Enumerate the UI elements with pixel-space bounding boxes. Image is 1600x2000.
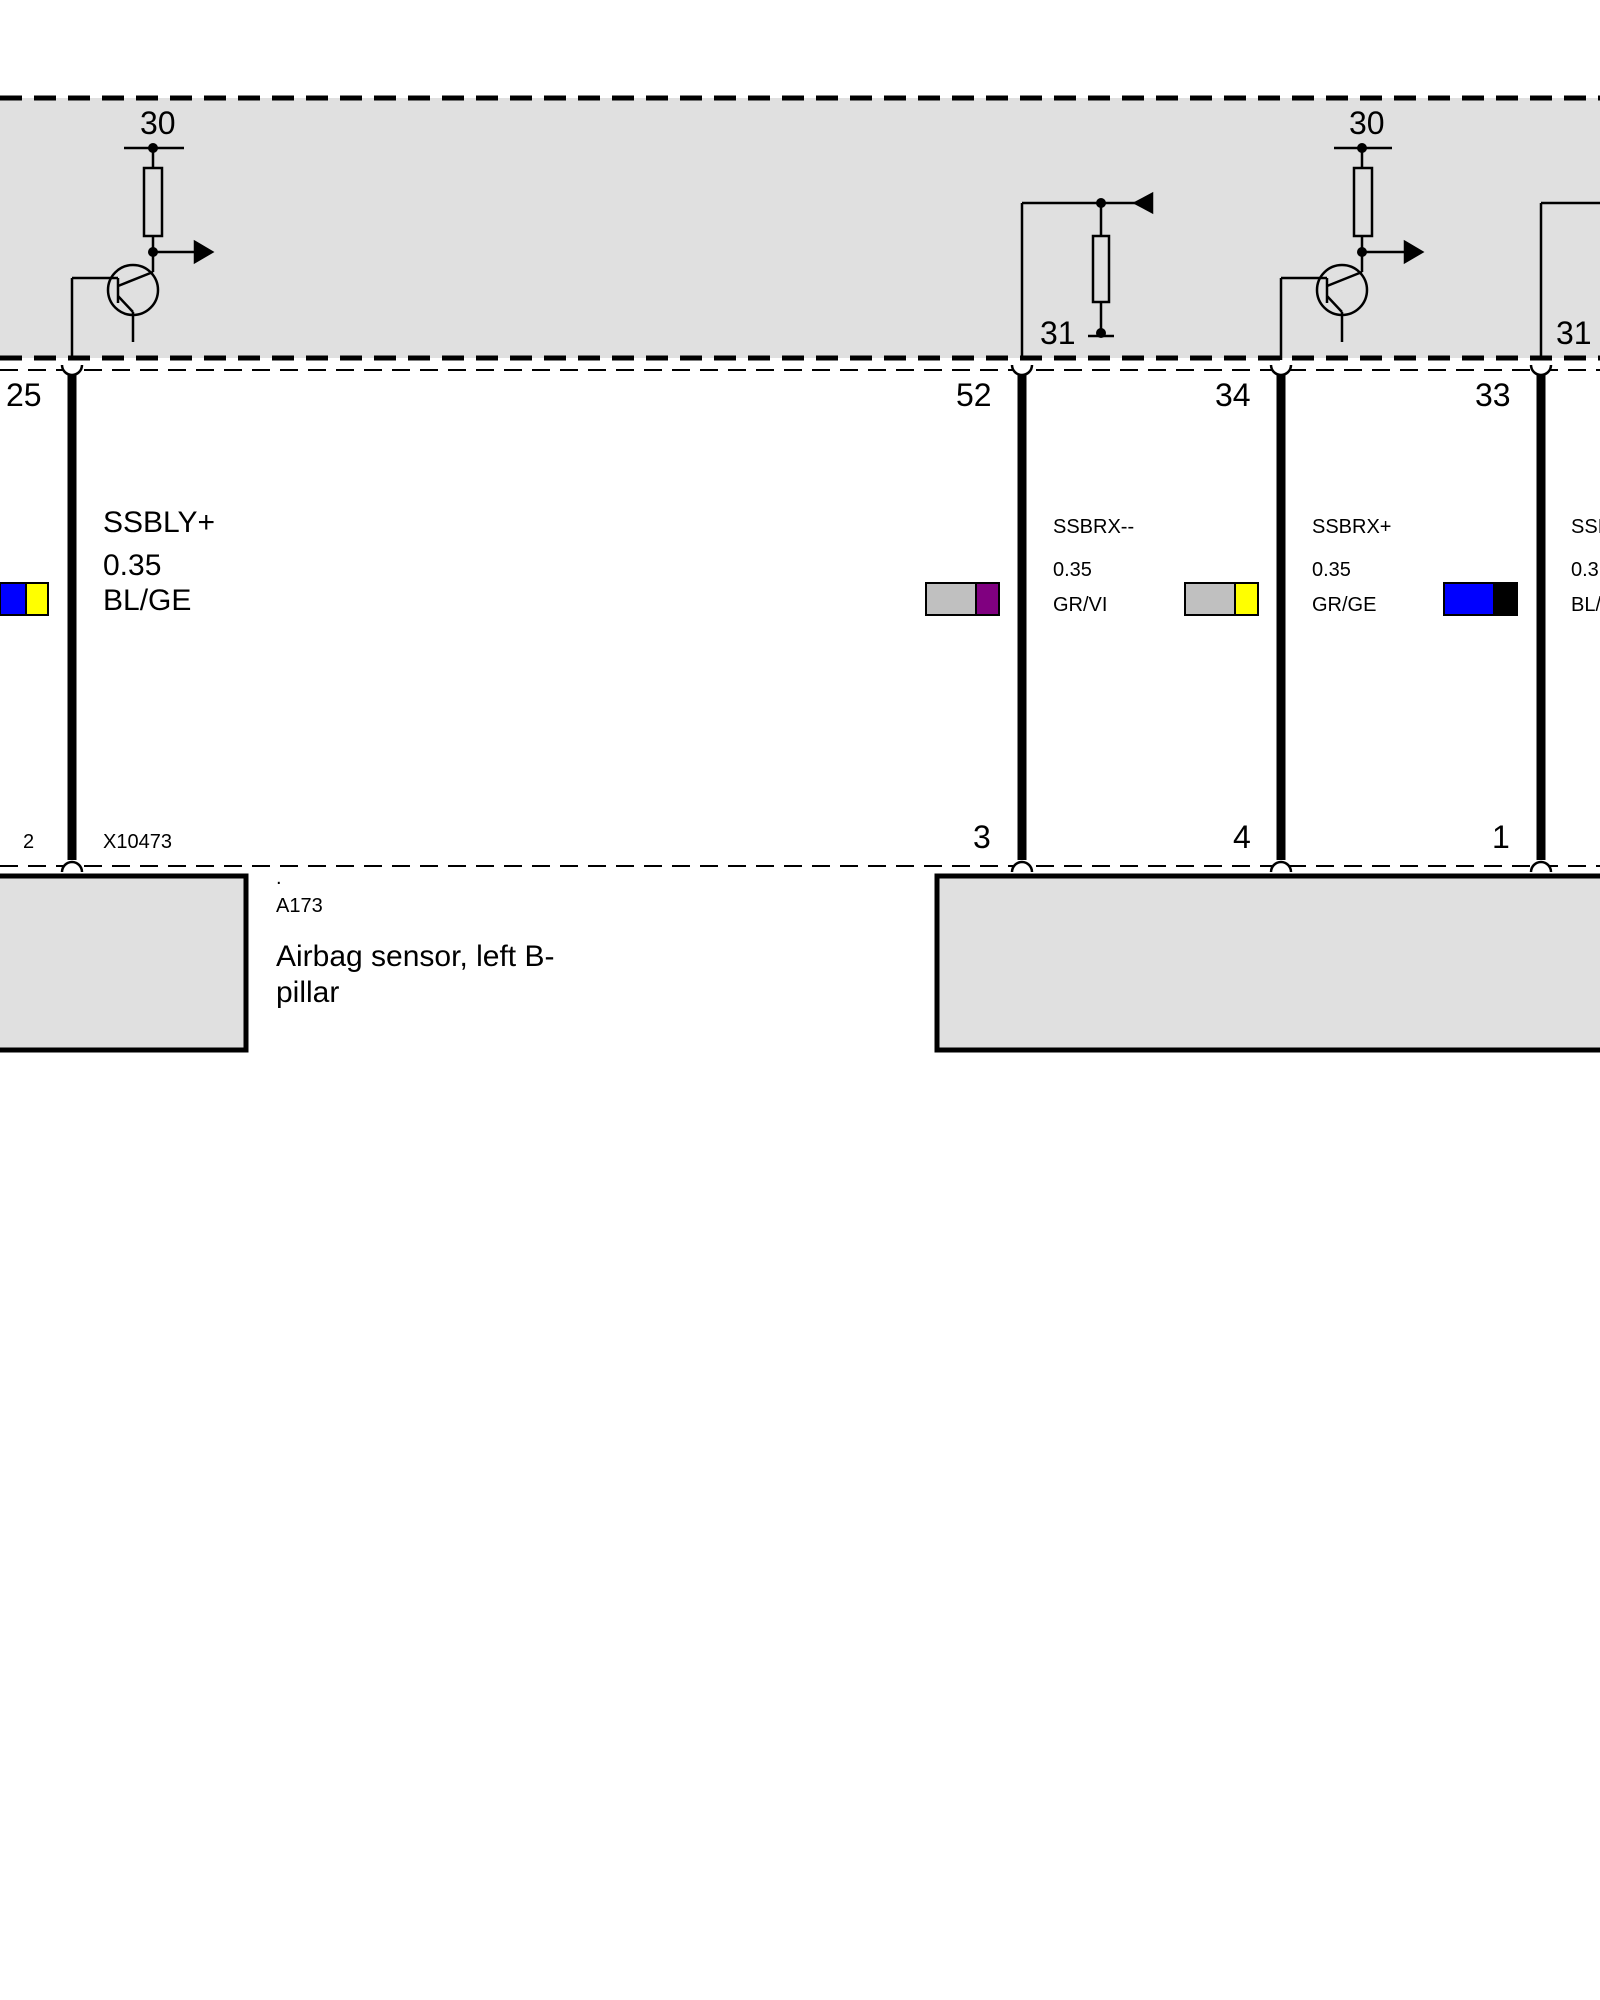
wire-gauge-label: 0.35 — [103, 549, 161, 582]
pin-number: 4 — [1233, 819, 1251, 855]
component-id: A173 — [276, 895, 323, 917]
wire-color-swatch — [0, 582, 49, 616]
supply-terminal-label: 30 — [140, 105, 176, 141]
wire-gauge-label: 0.35 — [1312, 559, 1351, 581]
wire-color-swatch — [1443, 582, 1518, 616]
wire-gauge-label: 0.3 — [1571, 559, 1599, 581]
node-dot — [1357, 247, 1367, 257]
component-box-left — [0, 873, 249, 1053]
wire-gauge-label: 0.35 — [1053, 559, 1092, 581]
pin-number: 3 — [973, 819, 991, 855]
pin-arcs-top — [60, 364, 1553, 377]
wires — [67, 372, 1546, 860]
wire-color-swatch — [1184, 582, 1259, 616]
pin-number: 2 — [23, 831, 34, 853]
wire-signal-label: SSBRX-- — [1053, 516, 1134, 538]
component-name: pillar — [276, 976, 339, 1009]
transistor-circuit-left — [70, 146, 215, 360]
pin-number: 1 — [1492, 819, 1510, 855]
pin-number: 33 — [1475, 377, 1511, 413]
pin-number: 52 — [956, 377, 992, 413]
component-box-right — [934, 873, 1600, 1053]
wire-color-swatch — [925, 582, 1000, 616]
ground-terminal-label: 31 — [1040, 315, 1076, 351]
wire-signal-label: SSBLY+ — [103, 506, 215, 539]
component-dot: . — [276, 867, 282, 889]
pin-arcs-bottom — [60, 860, 1553, 873]
pin-number: 25 — [6, 377, 42, 413]
wire-signal-label: SSI — [1571, 516, 1600, 538]
component-name: Airbag sensor, left B- — [276, 940, 554, 973]
node-dot — [148, 143, 158, 153]
node-dot — [1096, 328, 1106, 338]
pin-number: 34 — [1215, 377, 1251, 413]
connector-label: X10473 — [103, 831, 172, 853]
ground-terminal-label: 31 — [1556, 315, 1592, 351]
node-dot — [148, 247, 158, 257]
wire-signal-label: SSBRX+ — [1312, 516, 1391, 538]
node-dot — [1357, 143, 1367, 153]
wire-color-label: GR/GE — [1312, 594, 1376, 616]
node-dot — [1096, 198, 1106, 208]
wire-color-label: BL/ — [1571, 594, 1600, 616]
wire-color-label: GR/VI — [1053, 594, 1107, 616]
wire-color-label: BL/GE — [103, 584, 191, 617]
supply-terminal-label: 30 — [1349, 105, 1385, 141]
